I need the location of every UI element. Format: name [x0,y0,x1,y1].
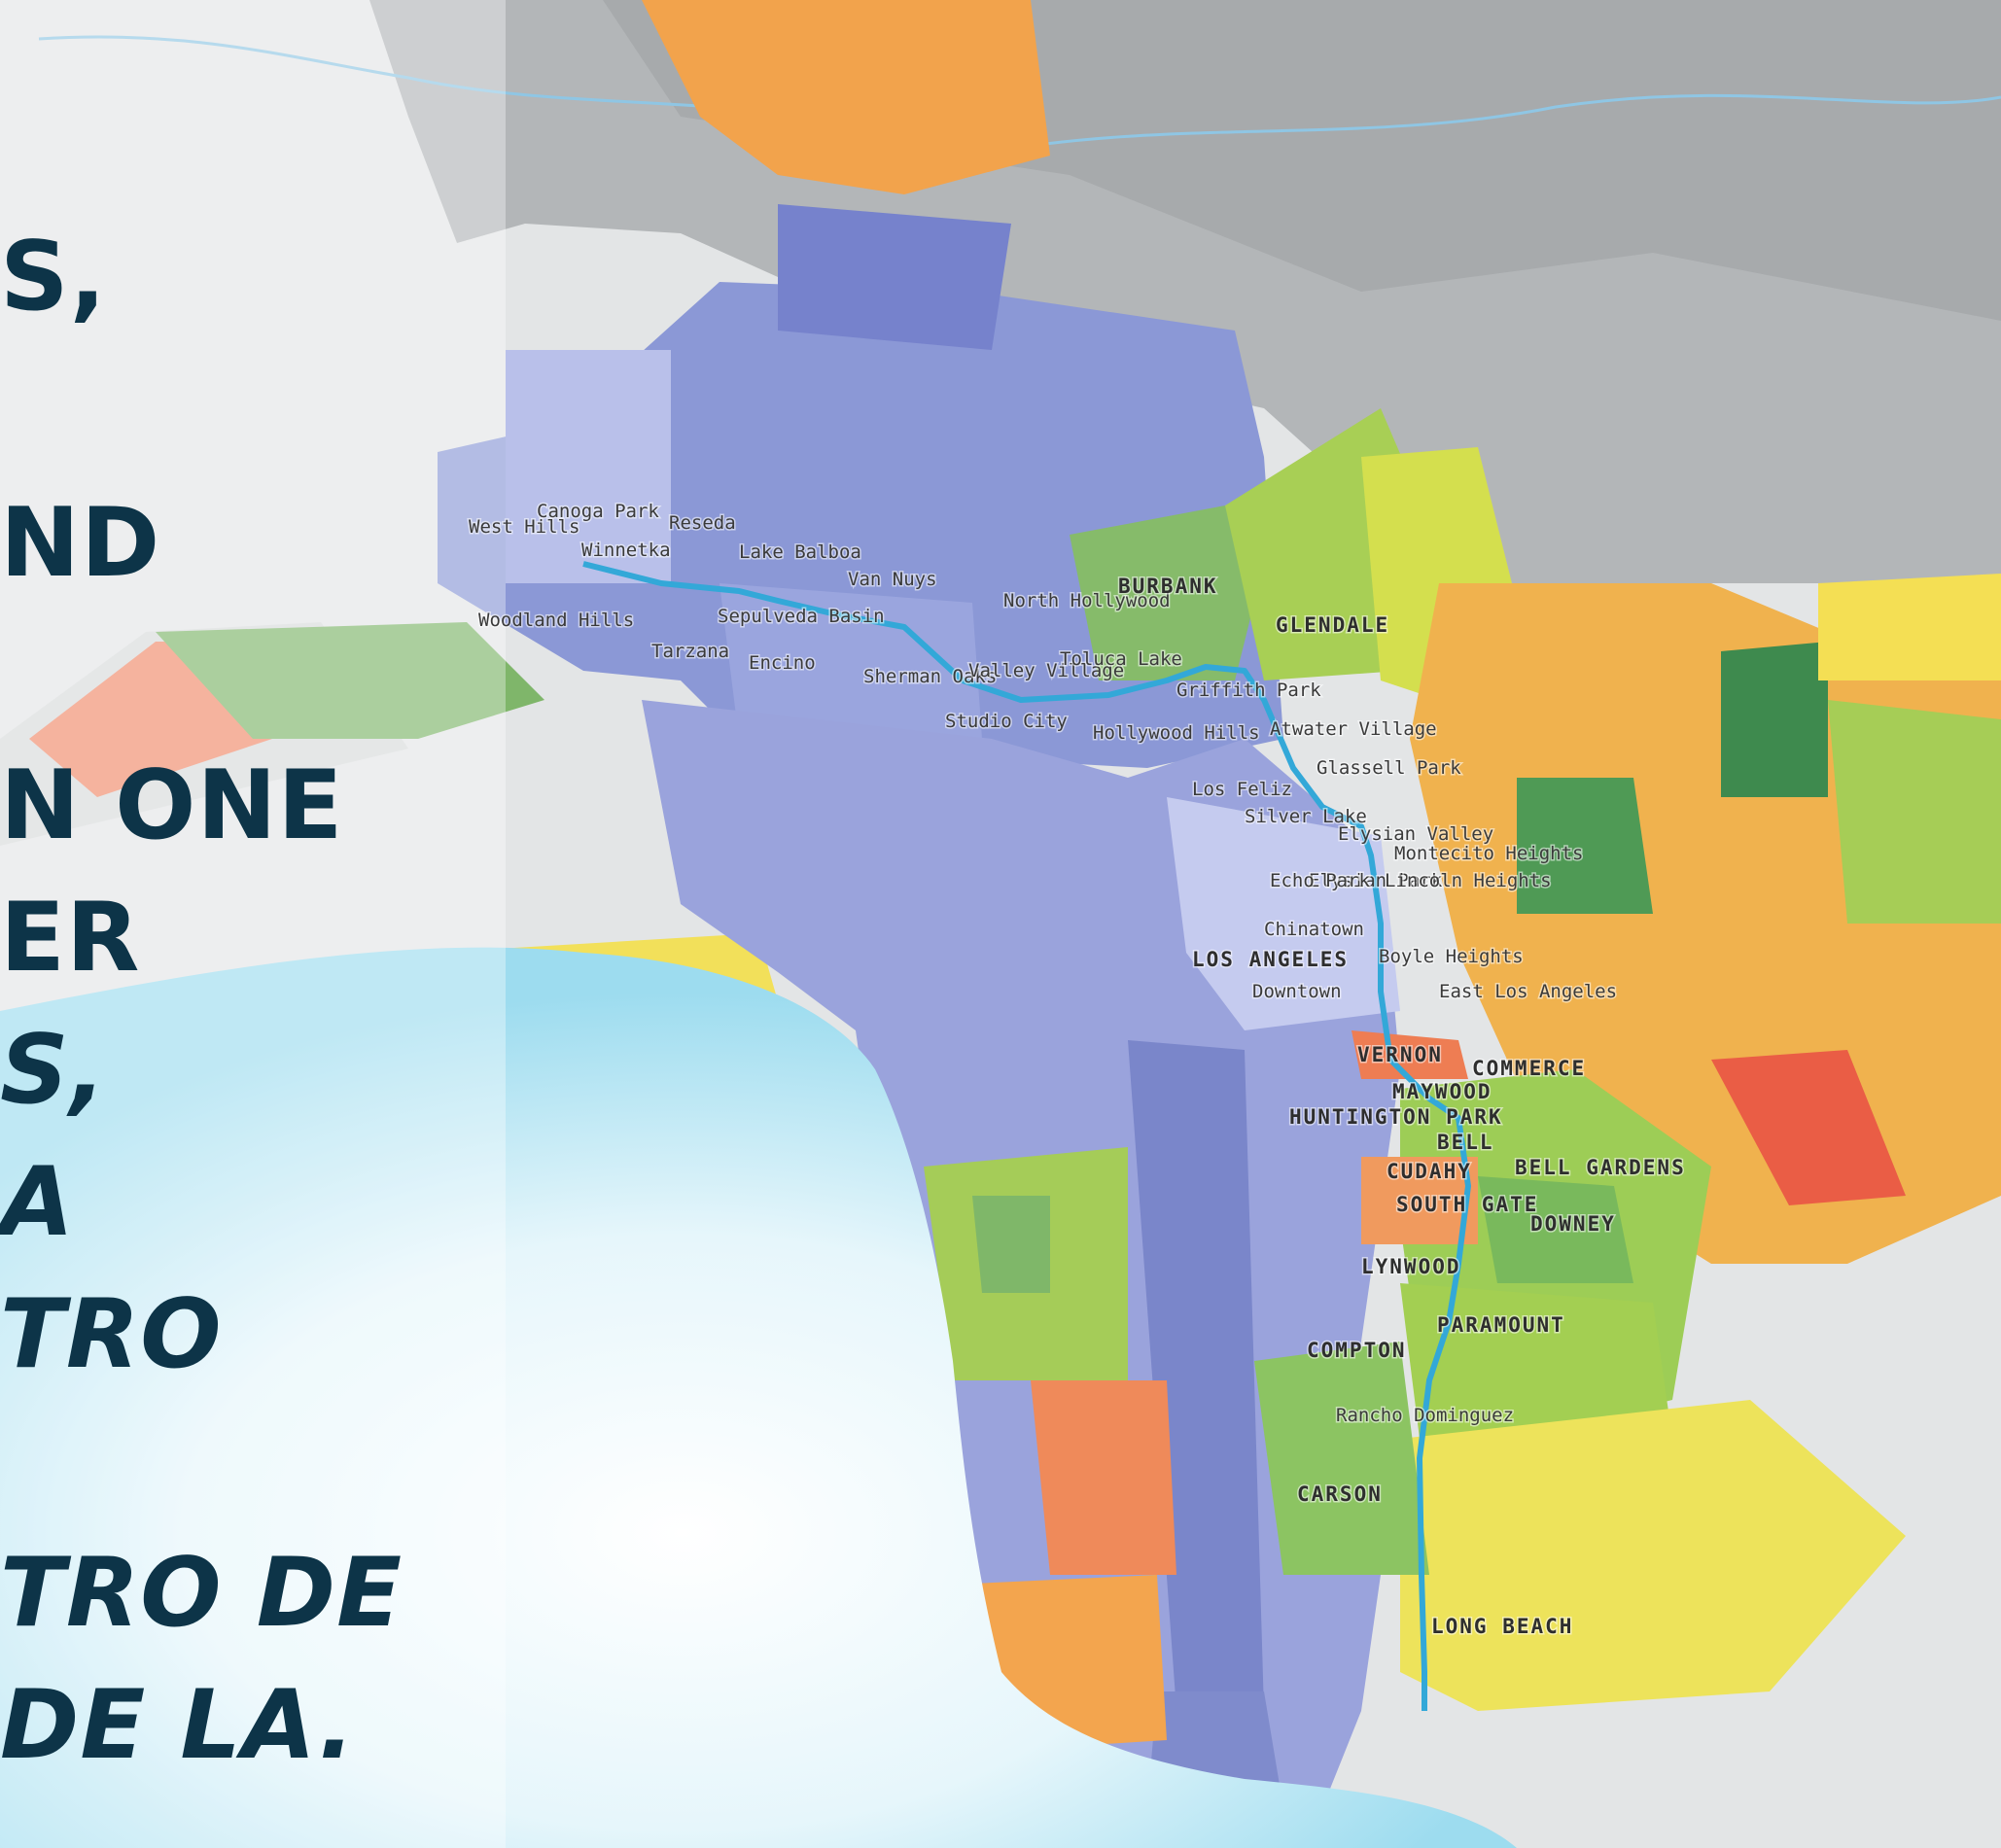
place-label: Atwater Village [1270,718,1437,740]
region-sgv-lime [1828,700,2001,924]
place-label: Lincoln Heights [1385,870,1552,891]
river [971,93,2001,157]
headline-line: TRO [0,1279,223,1390]
city-label: HUNTINGTON PARK [1289,1105,1503,1129]
region-sgv-yellow [1818,574,2001,680]
place-label: Griffith Park [1176,680,1321,701]
headline-line: S, [0,1015,107,1126]
place-label: Sherman Oaks [863,666,997,687]
ocean [0,947,1517,1848]
region-valley-dark [778,204,1011,350]
text-backdrop [0,0,506,1848]
region-south-bay-orange [1031,1380,1176,1575]
region-valley-light [506,350,671,583]
city-label: MAYWOOD [1392,1080,1492,1103]
headline-line: TRO DE [0,1538,404,1649]
region-manhattan-beach [972,1196,1050,1293]
region-paramount [1400,1283,1672,1439]
place-label: Woodland Hills [478,610,634,631]
city-label: SOUTH GATE [1396,1193,1538,1216]
place-label: East Los Angeles [1439,981,1617,1002]
region-sgv-green [1517,778,1653,914]
city-label: LOS ANGELES [1192,948,1349,971]
region-green-west [156,622,544,739]
place-label: Rancho Dominguez [1336,1405,1514,1426]
place-label: Los Feliz [1192,779,1292,800]
region-vernon [1352,1030,1468,1079]
region-orange-north [642,0,1050,194]
headline-line: DE LA. [0,1670,356,1781]
place-label: Studio City [945,711,1068,732]
place-label: Downtown [1252,981,1342,1002]
place-label: Elysian Park [1309,870,1443,891]
place-label: Winnetka [581,540,671,561]
city-label: COMPTON [1307,1339,1407,1362]
place-label: Van Nuys [848,569,937,590]
city-label: LONG BEACH [1431,1615,1573,1638]
place-label: Montecito Heights [1394,843,1583,864]
headline-line: S, [0,222,107,332]
place-label: Chinatown [1264,919,1364,940]
place-label: North Hollywood [1003,590,1171,611]
city-label: CARSON [1297,1482,1383,1506]
region-la-dark [1128,1040,1264,1711]
place-label: Boyle Heights [1379,946,1524,967]
place-label: Valley Village [968,660,1124,681]
region-sgv-red [1711,1050,1906,1205]
city-label: LYNWOOD [1361,1255,1461,1278]
place-label: West Hills [469,516,579,538]
river [38,35,798,119]
city-label: BELL [1437,1131,1494,1154]
city-label: DOWNEY [1530,1212,1616,1236]
region-carson [1254,1342,1429,1575]
place-label: Reseda [669,512,736,534]
headline-line: N ONE [0,750,344,861]
region-downey [1478,1176,1633,1283]
place-label: Glassell Park [1316,757,1461,779]
headline-line: ND [0,488,161,599]
headline-line: ER [0,883,141,994]
transit-line [582,561,1471,1711]
place-label: Lake Balboa [739,541,861,563]
place-label: Elysian Valley [1338,823,1493,845]
place-label: Silver Lake [1245,806,1367,827]
place-label: Toluca Lake [1060,648,1182,670]
place-label: Encino [749,652,816,674]
region-sgv-dark-green [1721,642,1828,797]
city-label: COMMERCE [1472,1057,1586,1080]
city-label: BURBANK [1118,575,1218,598]
place-label: Hollywood Hills [1093,722,1260,744]
city-label: CUDAHY [1387,1160,1472,1183]
city-label: GLENDALE [1276,613,1389,637]
region-la-light [1167,797,1400,1030]
region-long-beach [1400,1400,1906,1711]
place-labels: West Hills Canoga Park Winnetka Reseda L… [468,500,1619,1428]
city-labels: BURBANK GLENDALE LOS ANGELES VERNON COMM… [1117,574,1686,1640]
headline-line: A [0,1147,75,1258]
place-label: Canoga Park [537,501,659,522]
city-label: PARAMOUNT [1437,1313,1565,1337]
region-south-gate [1361,1157,1478,1244]
place-label: Sepulveda Basin [718,606,885,627]
region-burbank [1070,506,1264,680]
city-label: BELL GARDENS [1515,1156,1686,1179]
city-label: VERNON [1357,1043,1443,1066]
region-valley-mid [720,583,982,739]
place-label: Tarzana [651,641,729,662]
place-label: Echo Park [1270,870,1371,891]
